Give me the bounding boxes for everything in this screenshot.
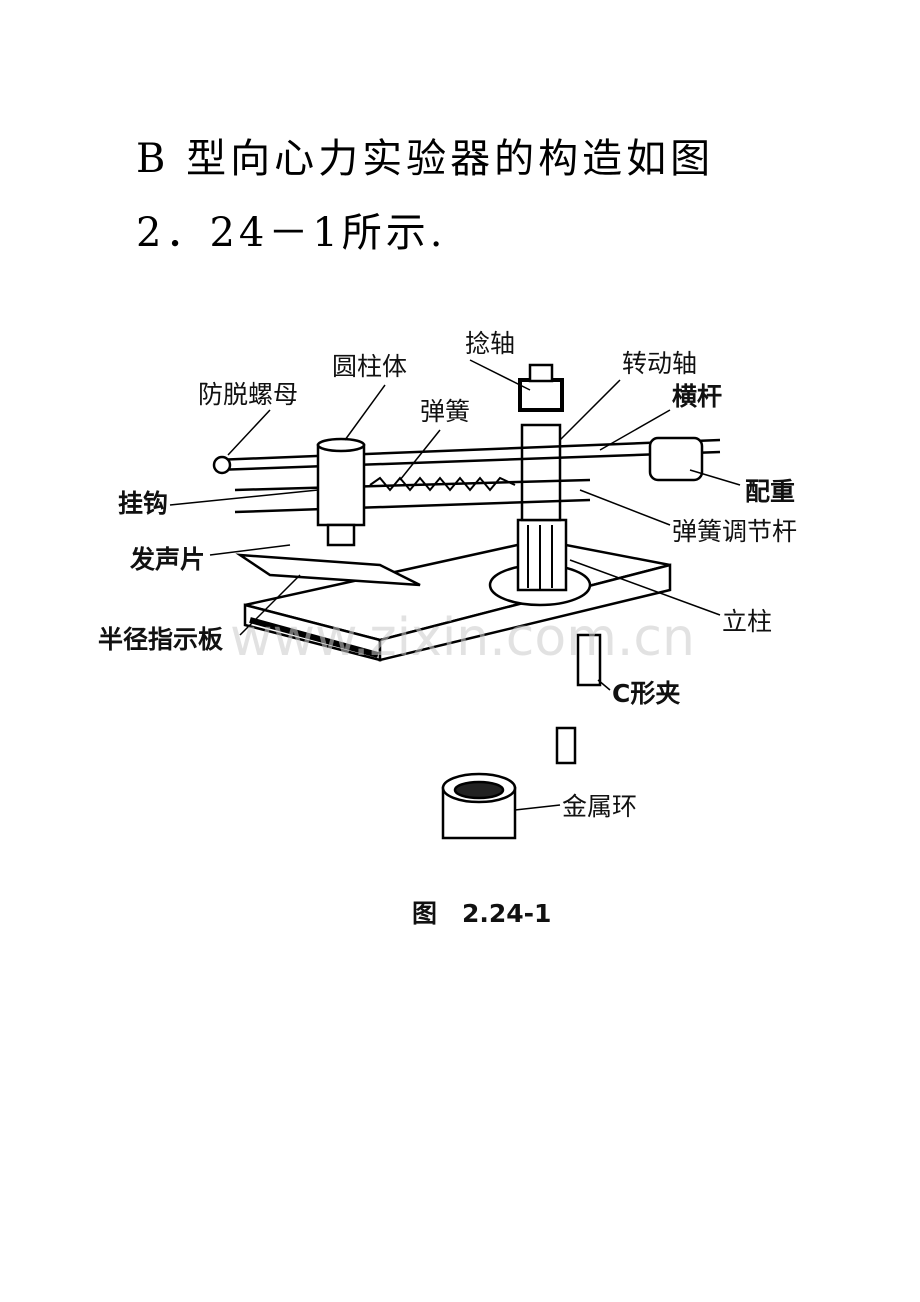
twist-knob (518, 378, 564, 412)
small-rod (555, 726, 577, 765)
metal-ring (441, 772, 517, 840)
label-crossbar: 横杆 (672, 382, 722, 411)
counterweight (648, 436, 704, 482)
figure-caption: 图 2.24-1 (412, 899, 551, 928)
crossbar (214, 438, 721, 472)
label-spring: 弹簧 (420, 397, 470, 426)
label-counterweight: 配重 (745, 477, 795, 506)
paragraph-line-2: 2．24－1所示. (136, 210, 447, 256)
label-column: 立柱 (722, 607, 772, 636)
column (516, 518, 568, 592)
c-clamp (576, 633, 602, 687)
label-cylinder: 圆柱体 (332, 352, 407, 381)
label-spring-adjust-rod: 弹簧调节杆 (672, 517, 797, 546)
label-hook: 挂钩 (118, 489, 168, 518)
cylinder-body (316, 443, 366, 527)
radius-indicator-plate (235, 553, 421, 587)
label-anti-drop-nut: 防脱螺母 (198, 380, 298, 409)
label-rotating-shaft: 转动轴 (622, 349, 697, 378)
label-metal-ring: 金属环 (562, 792, 637, 821)
label-radius-indicator: 半径指示板 (98, 625, 223, 654)
rotating-shaft (520, 423, 562, 522)
paragraph-line-1: B 型向心力实验器的构造如图 (136, 136, 715, 182)
watermark: www.zixin.com.cn (230, 608, 695, 668)
label-twist-shaft: 捻轴 (465, 329, 515, 358)
anti-drop-nut (212, 455, 232, 475)
spring (369, 476, 516, 492)
label-c-clamp: C形夹 (612, 679, 680, 708)
label-sound-plate: 发声片 (129, 545, 205, 574)
